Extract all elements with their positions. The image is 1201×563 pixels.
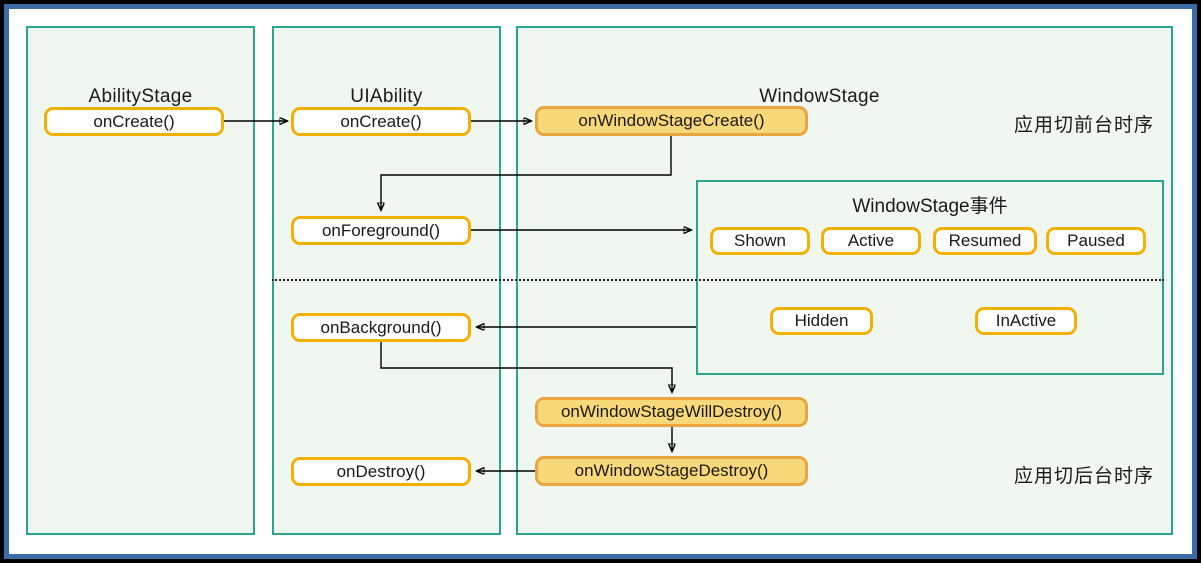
node-event-active: Active [821,227,921,255]
annotation-foreground-sequence: 应用切前台时序 [1014,115,1155,136]
node-label: onDestroy() [336,461,426,481]
node-onwindowstagecreate: onWindowStageCreate() [535,106,808,136]
node-ondestroy: onDestroy() [291,457,471,486]
annotation-background-sequence: 应用切后台时序 [1014,466,1155,487]
container-title-window-stage: WindowStage [759,86,880,107]
node-onwindowstagewilldestroy: onWindowStageWillDestroy() [535,397,808,427]
node-onbackground: onBackground() [291,313,471,342]
node-event-resumed: Resumed [933,227,1037,255]
container-title-window-stage-events: WindowStage事件 [852,196,1008,217]
node-label: onWindowStageDestroy() [574,461,769,480]
container-title-ui-ability: UIAbility [350,86,423,107]
node-label: Resumed [948,231,1022,250]
node-label: InActive [995,311,1057,330]
node-event-shown: Shown [710,227,810,255]
node-event-inactive: InActive [975,307,1077,335]
node-label: Shown [734,231,786,250]
container-ability-stage: AbilityStage [26,26,255,535]
node-onforeground: onForeground() [291,216,471,245]
container-title-ability-stage: AbilityStage [88,86,193,107]
node-label: onBackground() [320,317,442,337]
node-event-paused: Paused [1046,227,1146,255]
node-label: onForeground() [321,220,441,240]
node-uiability-oncreate: onCreate() [291,107,471,136]
container-window-stage-events: WindowStage事件 [696,180,1164,375]
node-onwindowstagedestroy: onWindowStageDestroy() [535,456,808,486]
dotted-divider [272,279,1164,281]
node-event-hidden: Hidden [770,307,873,335]
node-label: onCreate() [93,111,175,131]
node-label: Paused [1067,231,1125,250]
node-abilitystage-oncreate: onCreate() [44,107,224,136]
node-label: onWindowStageCreate() [578,111,765,130]
node-label: Active [847,231,895,250]
node-label: onWindowStageWillDestroy() [560,402,783,421]
node-label: Hidden [794,311,849,330]
node-label: onCreate() [340,111,422,131]
